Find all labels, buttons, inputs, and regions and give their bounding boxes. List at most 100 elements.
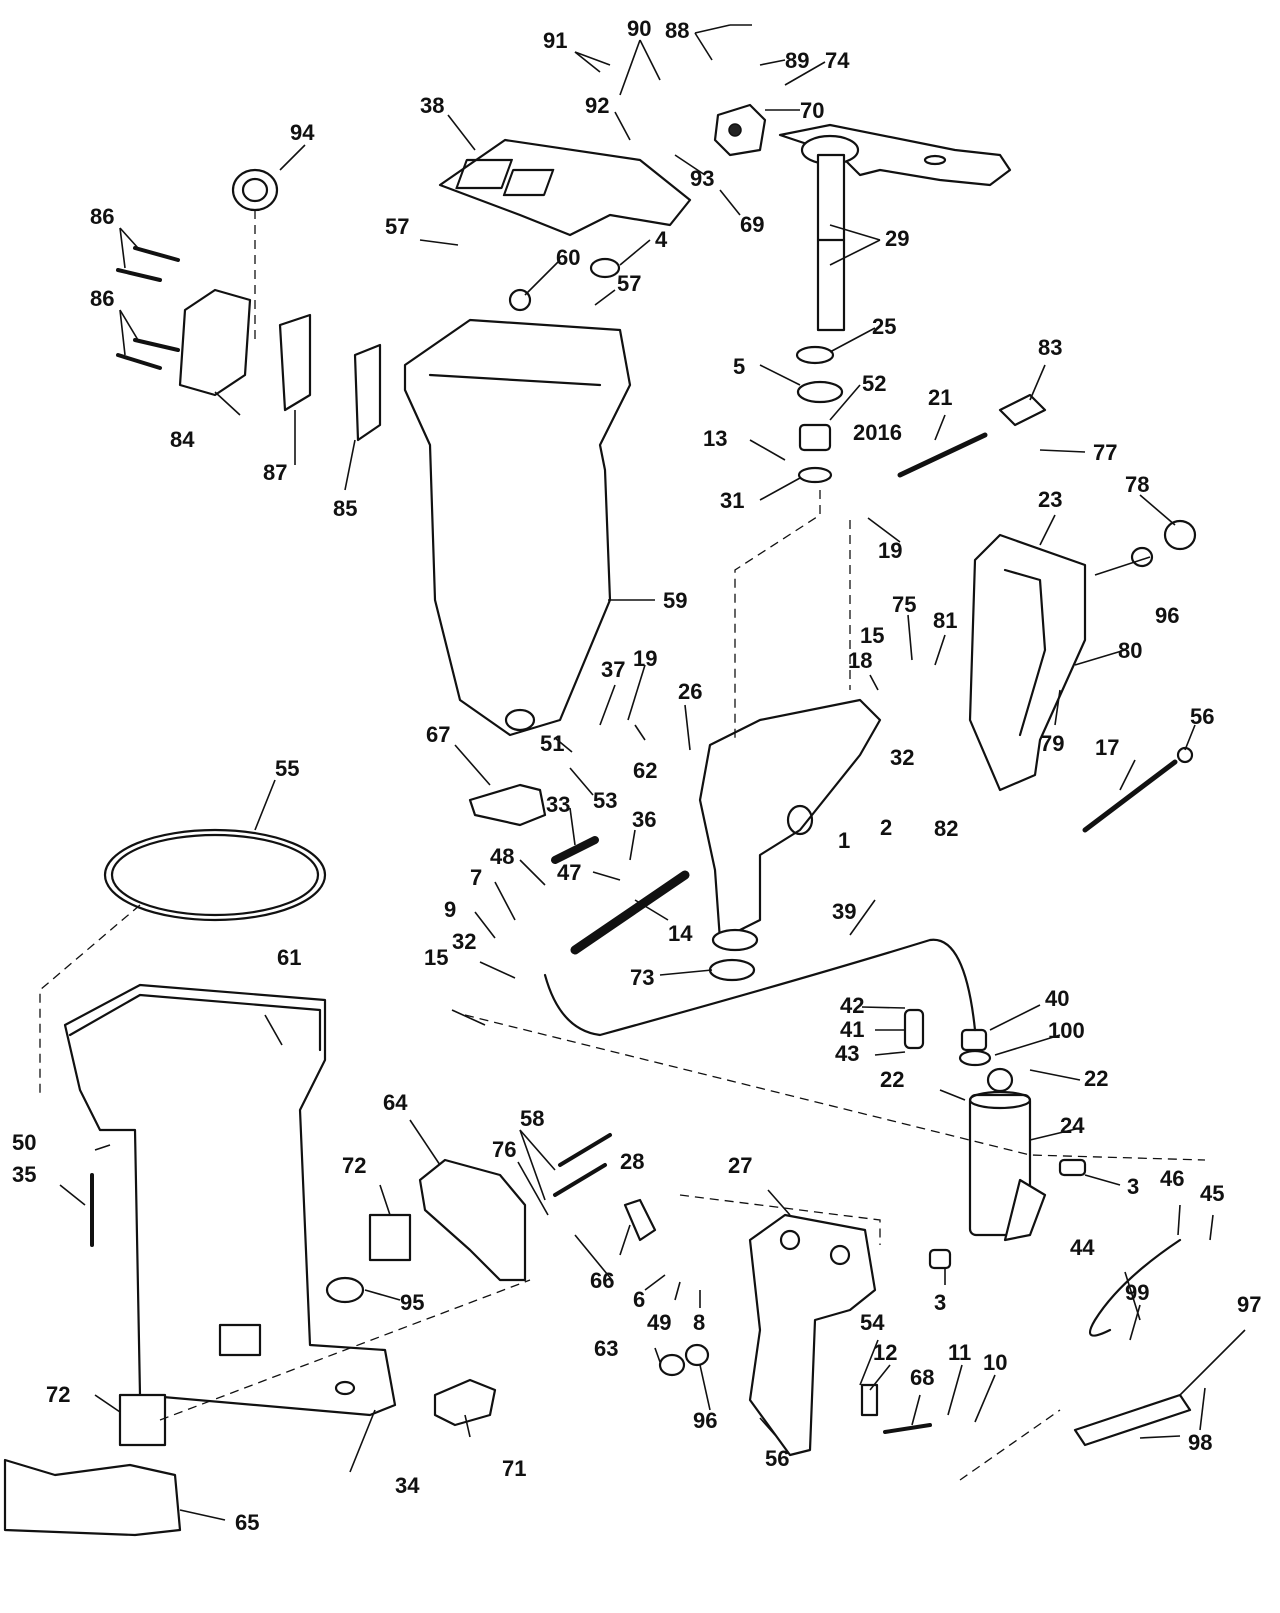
callout-37: 37: [601, 657, 625, 682]
callout-22: 22: [1084, 1066, 1108, 1091]
callout-70: 70: [800, 98, 824, 123]
callout-36: 36: [632, 807, 656, 832]
part-44-wire: [1088, 1238, 1182, 1337]
callout-94: 94: [290, 120, 315, 145]
callout-52: 52: [862, 371, 886, 396]
callout-75: 75: [892, 592, 916, 617]
callout-92: 92: [585, 93, 609, 118]
part-1-swivel-bracket: [698, 698, 882, 952]
callout-54: 54: [860, 1310, 885, 1335]
part-86-bolt-2: [116, 268, 162, 282]
part-97-strip: [1073, 1393, 1192, 1447]
callout-5: 5: [733, 354, 745, 379]
callout-86: 86: [90, 286, 114, 311]
part-12-plate: [860, 1383, 879, 1417]
callout-34: 34: [395, 1473, 420, 1498]
callout-62: 62: [633, 758, 657, 783]
part-86-bolt-4: [116, 353, 162, 370]
callout-10: 10: [983, 1350, 1007, 1375]
callout-93: 93: [690, 166, 714, 191]
part-29-steering-arm: [778, 123, 1012, 332]
part-41-sleeve: [903, 1008, 925, 1050]
part-3-pin-upper: [1058, 1158, 1087, 1177]
callout-4: 4: [655, 227, 668, 252]
alignment-line-3: [734, 490, 821, 740]
part-83-clip: [998, 393, 1047, 427]
callout-76: 76: [492, 1137, 516, 1162]
callout-61: 61: [277, 945, 301, 970]
part-21-shaft: [897, 432, 988, 478]
callout-31: 31: [720, 488, 744, 513]
callout-64: 64: [383, 1090, 408, 1115]
part-85-gasket: [353, 343, 382, 442]
callout-72: 72: [46, 1382, 70, 1407]
callout-15: 15: [424, 945, 448, 970]
callout-1: 1: [838, 828, 850, 853]
callout-56: 56: [1190, 704, 1214, 729]
callout-3: 3: [934, 1290, 946, 1315]
leader-lines: [59, 24, 1246, 1521]
part-86-bolt-3: [133, 338, 180, 352]
callout-74: 74: [825, 48, 850, 73]
part-58-bolt-1: [558, 1133, 612, 1167]
callout-48: 48: [490, 844, 514, 869]
alignment-line-5: [464, 1014, 1206, 1161]
part-65-skeg: [3, 1458, 182, 1537]
callout-83: 83: [1038, 335, 1062, 360]
callout-22: 22: [880, 1067, 904, 1092]
part-33-pin: [551, 836, 599, 864]
part-40-fitting: [960, 1028, 988, 1052]
part-38-gasket: [438, 138, 692, 237]
callout-7: 7: [470, 865, 482, 890]
callout-98: 98: [1188, 1430, 1212, 1455]
part-72-block-lower: [118, 1393, 167, 1447]
callout-97: 97: [1237, 1292, 1261, 1317]
part-64-bracket: [418, 1158, 527, 1282]
part-58-bolt-2: [553, 1163, 607, 1197]
callout-13: 13: [703, 426, 727, 451]
callout-28: 28: [620, 1149, 644, 1174]
callout-59: 59: [663, 588, 687, 613]
callout-58: 58: [520, 1106, 544, 1131]
callout-14: 14: [668, 921, 693, 946]
callout-85: 85: [333, 496, 357, 521]
alignment-line-2: [39, 904, 141, 1095]
alignment-line-6: [679, 1194, 881, 1245]
part-56-nut: [1176, 746, 1194, 764]
callout-25: 25: [872, 314, 896, 339]
part-4-cap: [589, 257, 621, 279]
callout-46: 46: [1160, 1166, 1184, 1191]
callout-80: 80: [1118, 638, 1142, 663]
callout-24: 24: [1060, 1113, 1085, 1138]
callout-49: 49: [647, 1310, 671, 1335]
callout-19: 19: [878, 538, 902, 563]
part-28-lever: [623, 1198, 657, 1242]
callout-87: 87: [263, 460, 287, 485]
callout-60: 60: [556, 245, 580, 270]
callout-68: 68: [910, 1365, 934, 1390]
part-70-bracket: [713, 103, 767, 157]
part-95-mount: [325, 1276, 365, 1304]
callout-3: 3: [1127, 1174, 1139, 1199]
callout-17: 17: [1095, 735, 1119, 760]
callout-39: 39: [832, 899, 856, 924]
part-73-bushing: [708, 958, 756, 982]
part-24-cylinder: [968, 1067, 1047, 1242]
callout-42: 42: [840, 993, 864, 1018]
part-59-housing: [403, 318, 632, 737]
callout-9: 9: [444, 897, 456, 922]
part-72-block-upper: [368, 1213, 412, 1262]
alignment-line-8: [159, 1279, 531, 1421]
callout-100: 100: [1048, 1018, 1085, 1043]
part-100-washer: [958, 1049, 992, 1067]
part-68-bolt: [883, 1423, 932, 1434]
callout-19: 19: [633, 646, 657, 671]
alignment-line-7: [959, 1409, 1061, 1481]
callout-84: 84: [170, 427, 195, 452]
part-27-stern-bracket: [748, 1213, 877, 1457]
part-39-cable: [543, 938, 977, 1037]
part-71-block: [433, 1378, 497, 1427]
callout-41: 41: [840, 1017, 864, 1042]
callout-69: 69: [740, 212, 764, 237]
